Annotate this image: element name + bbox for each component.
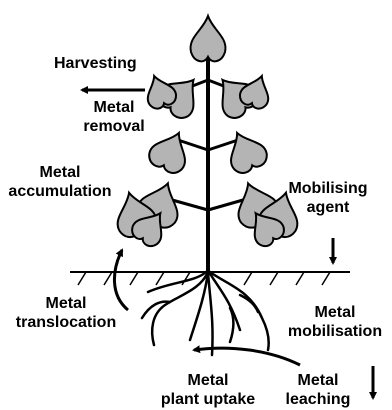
- translocation-arrow: [114, 250, 128, 310]
- label-metal-leaching-line2: leaching: [286, 391, 351, 408]
- label-metal-mobilisation-line2: mobilisation: [288, 323, 382, 340]
- label-metal-removal-line1: Metal: [94, 99, 135, 116]
- label-metal-translocation-line1: Metal: [46, 295, 87, 312]
- plant-roots: [142, 272, 269, 355]
- plant-uptake-arrow: [194, 348, 300, 365]
- labels: Harvesting Metal removal Metal accumulat…: [8, 55, 382, 408]
- label-metal-accumulation-line2: accumulation: [8, 183, 111, 200]
- label-metal-plant-uptake-line1: Metal: [188, 372, 229, 389]
- label-metal-removal-line2: removal: [83, 118, 144, 135]
- label-metal-mobilisation-line1: Metal: [315, 304, 356, 321]
- label-harvesting: Harvesting: [54, 55, 137, 72]
- label-metal-accumulation-line1: Metal: [40, 164, 81, 181]
- label-metal-leaching-line1: Metal: [298, 372, 339, 389]
- label-mobilising-agent-line1: Mobilising: [288, 180, 367, 197]
- label-mobilising-agent-line2: agent: [307, 199, 350, 216]
- leaf-6: [145, 125, 195, 177]
- arrows: [82, 90, 373, 398]
- leaf-7: [220, 125, 270, 177]
- label-metal-translocation-line2: translocation: [16, 314, 116, 331]
- label-metal-plant-uptake-line2: plant uptake: [161, 391, 255, 408]
- leaf-1: [191, 16, 226, 61]
